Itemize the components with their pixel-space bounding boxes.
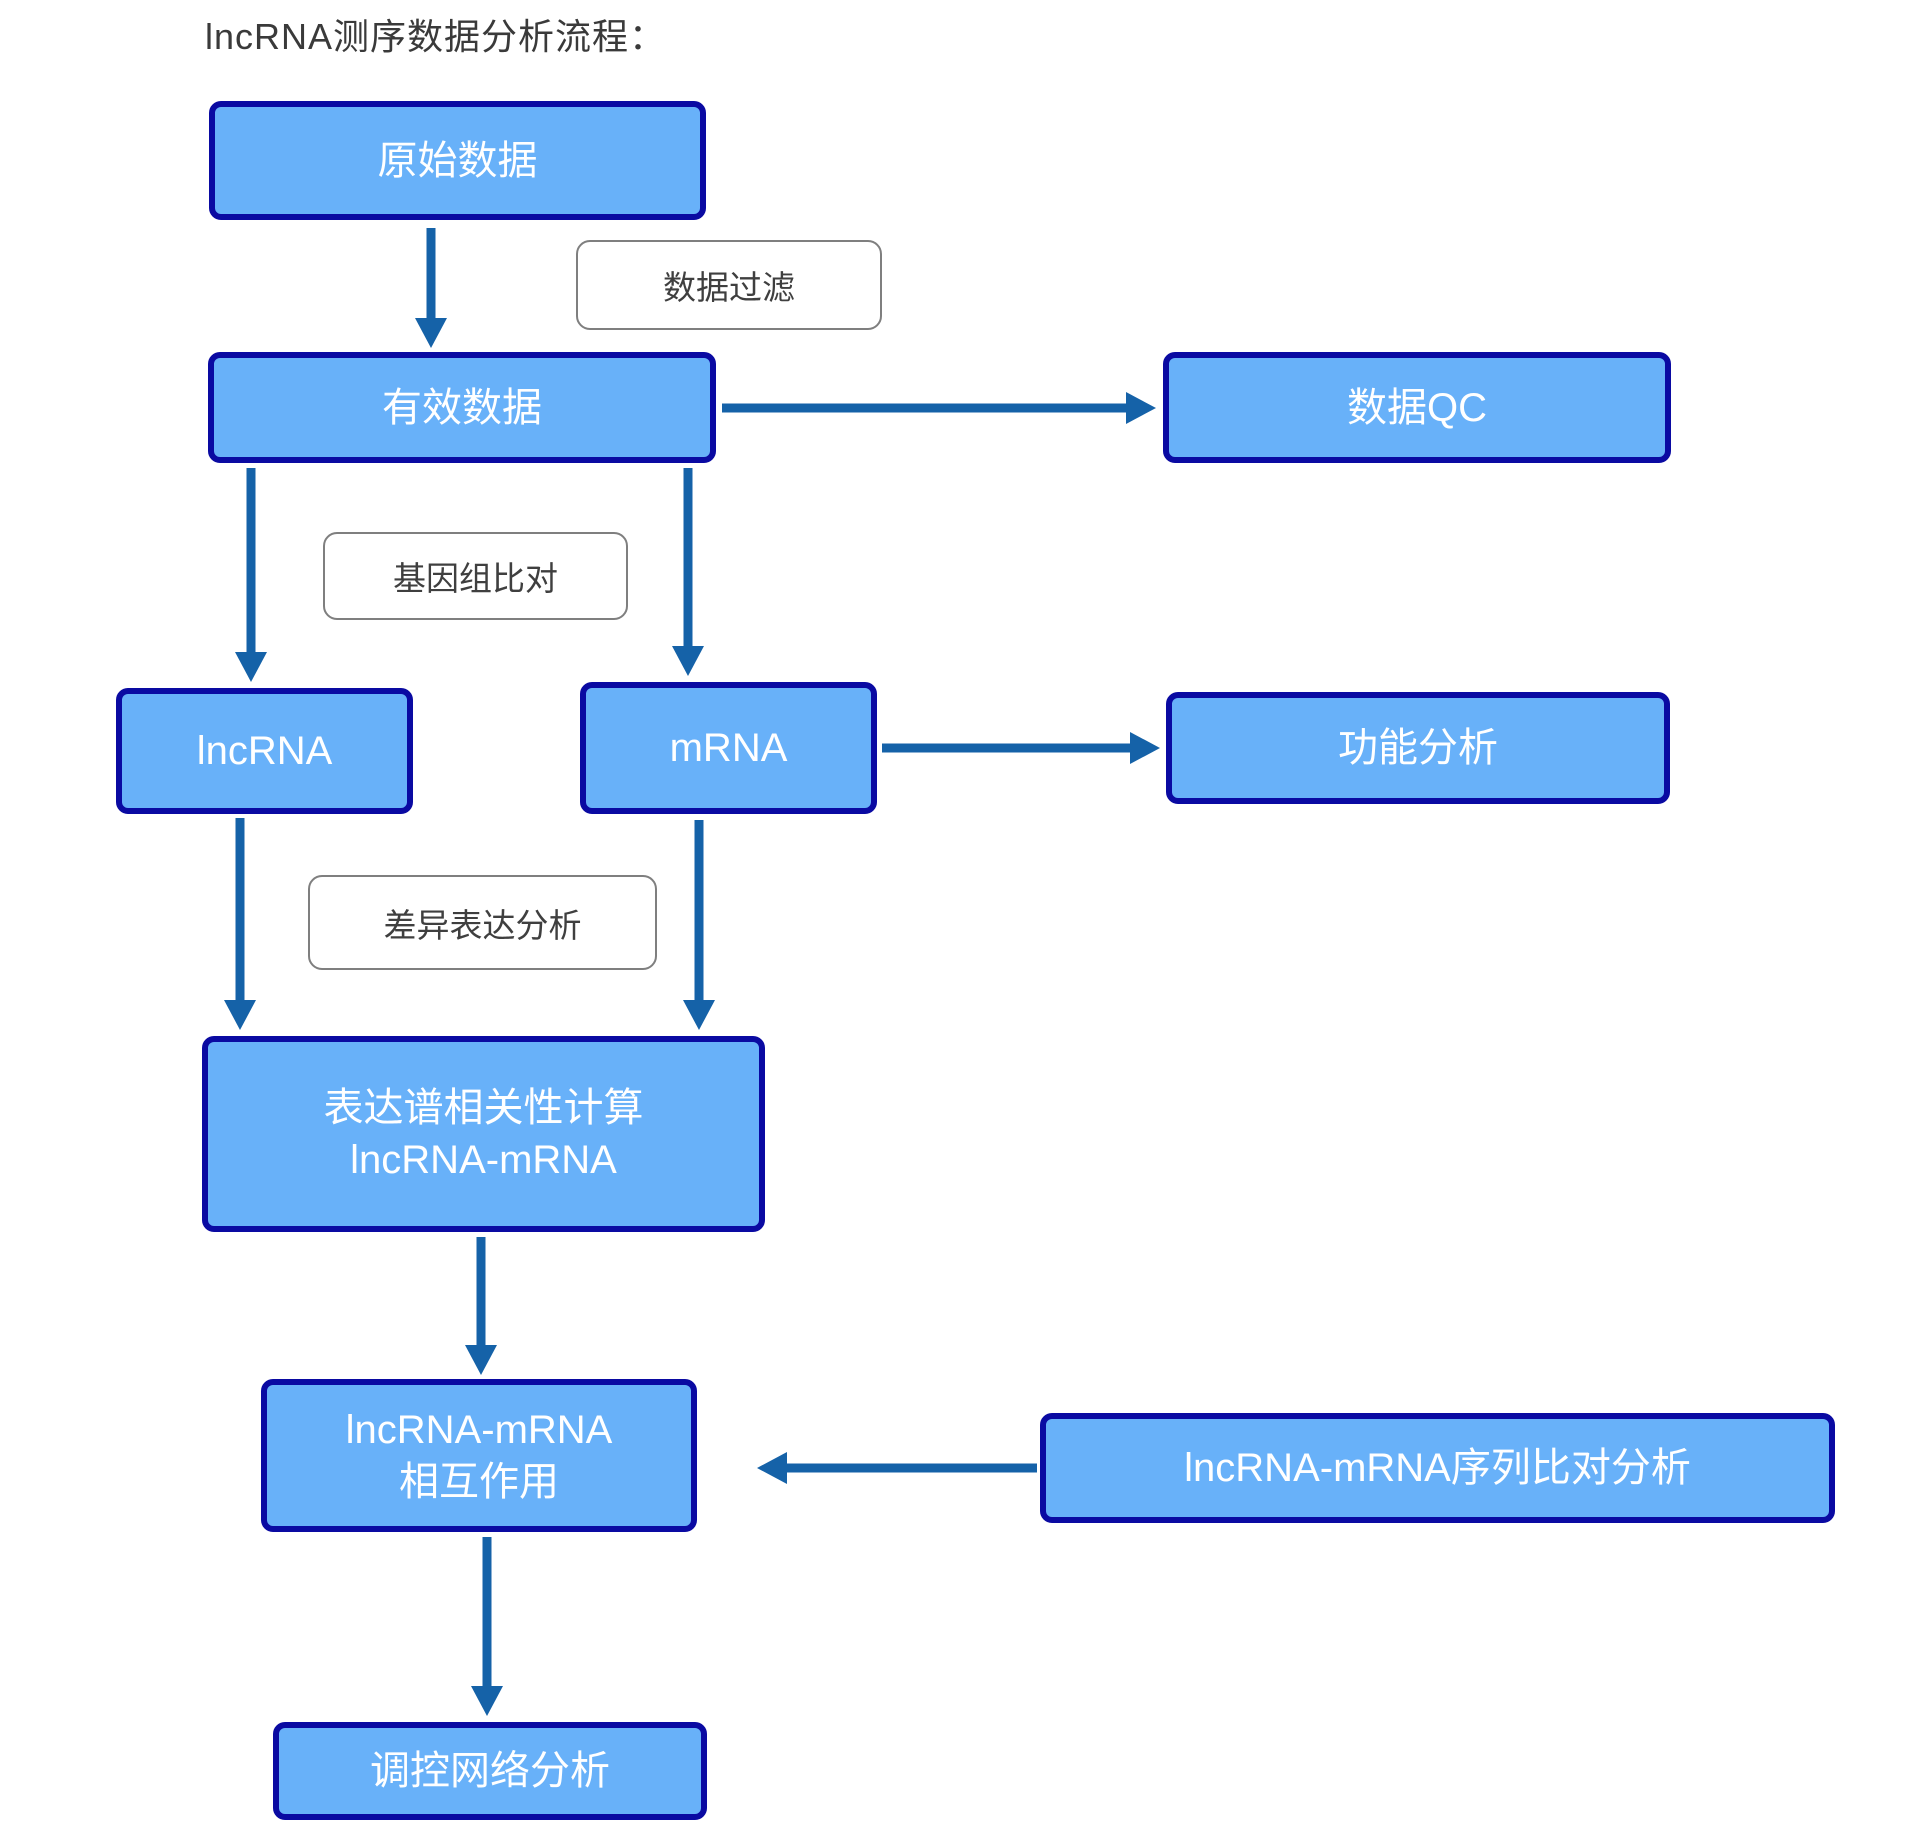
node-seq-align: lncRNA-mRNA序列比对分析 [1040,1413,1835,1523]
node-correlation: 表达谱相关性计算 lncRNA-mRNA [202,1036,765,1232]
node-data-qc-label: 数据QC [1347,385,1487,430]
node-lncrna: lncRNA [116,688,413,814]
arrow-valid-to-mrna [672,468,704,676]
node-correlation-line2: lncRNA-mRNA [350,1138,617,1182]
arrow-mrna-to-func [882,732,1160,764]
node-raw-data-label: 原始数据 [377,138,538,183]
node-network: 调控网络分析 [273,1722,707,1820]
node-seq-align-label: lncRNA-mRNA序列比对分析 [1184,1446,1691,1490]
edge-label-genome-align-text: 基因组比对 [393,560,558,597]
arrow-correlation-to-interaction [465,1237,497,1375]
arrow-mrna-to-correlation [683,820,715,1030]
node-correlation-line1: 表达谱相关性计算 [323,1086,644,1130]
node-mrna-label: mRNA [669,726,788,770]
arrow-valid-to-qc [722,392,1156,424]
node-mrna: mRNA [580,682,877,814]
node-network-label: 调控网络分析 [370,1749,610,1793]
edge-label-filter-text: 数据过滤 [663,269,795,306]
node-valid-data: 有效数据 [208,352,716,463]
node-interaction-line1: lncRNA-mRNA [345,1407,613,1452]
node-interaction: lncRNA-mRNA 相互作用 [261,1379,697,1532]
node-interaction-line2: 相互作用 [399,1459,559,1504]
node-data-qc: 数据QC [1163,352,1671,463]
page-title: lncRNA测序数据分析流程： [205,16,667,57]
arrow-valid-to-lncrna [235,468,267,682]
arrow-seqalign-to-interaction [757,1452,1037,1484]
arrow-interaction-to-network [471,1537,503,1716]
arrow-raw-to-valid [415,228,447,348]
arrow-lncrna-to-correlation [224,818,256,1030]
node-raw-data: 原始数据 [209,101,706,220]
edge-label-genome-align: 基因组比对 [323,532,628,620]
edge-label-filter: 数据过滤 [576,240,882,330]
edge-label-diff-expr: 差异表达分析 [308,875,657,970]
node-func-analysis-label: 功能分析 [1338,726,1498,770]
node-valid-data-label: 有效数据 [382,385,542,430]
node-lncrna-label: lncRNA [196,729,333,773]
node-func-analysis: 功能分析 [1166,692,1670,804]
edge-label-diff-expr-text: 差异表达分析 [383,906,582,944]
